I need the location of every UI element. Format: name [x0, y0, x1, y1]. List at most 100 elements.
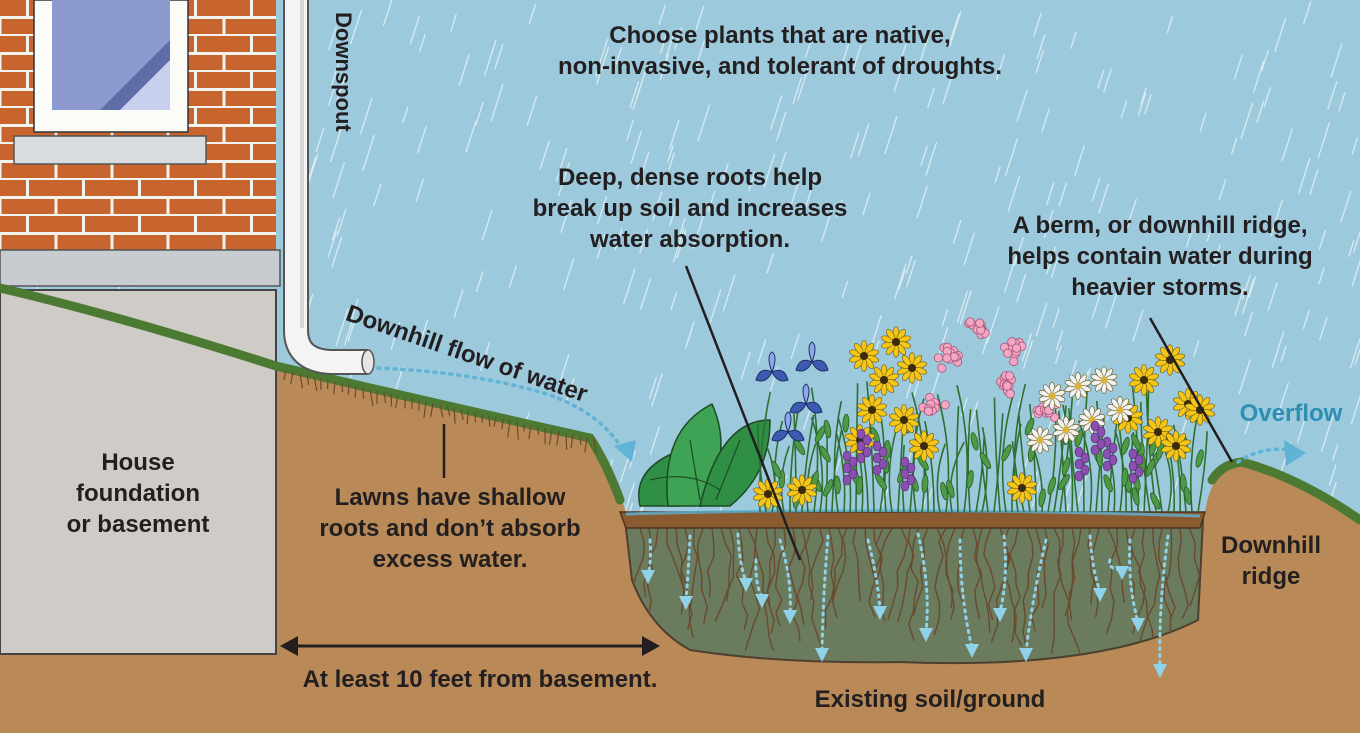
susan-flower — [1007, 472, 1037, 504]
house-foundation-line: foundation — [76, 480, 200, 508]
coneflower-bud — [856, 440, 866, 452]
coneflower-bud — [856, 428, 866, 440]
plants-tip-line: non-invasive, and tolerant of droughts. — [557, 53, 1003, 81]
iris-petal — [771, 369, 789, 382]
coneflower-bud — [900, 468, 910, 480]
lawn-note-line: Lawns have shallow — [334, 484, 566, 511]
roots-leader-line — [684, 265, 802, 561]
water-arrow-icon — [993, 608, 1007, 622]
downspout-text: Downspout — [331, 12, 356, 132]
susan-flower — [889, 404, 919, 436]
milkweed-floret — [1002, 381, 1012, 391]
coneflower-bud — [1090, 432, 1100, 444]
coneflower-icon — [842, 420, 1144, 492]
daisy-flower — [1090, 366, 1118, 394]
coneflower-bud — [848, 456, 858, 468]
water-arrow-icon — [679, 596, 693, 610]
milkweed-floret — [975, 318, 985, 328]
seep-trail — [998, 534, 1007, 614]
susan-flower — [1161, 430, 1191, 462]
flow-path — [376, 366, 626, 454]
coneflower-bud — [878, 446, 888, 458]
window-icon — [13, 0, 207, 165]
coneflower-bud — [1128, 460, 1138, 472]
milkweed-floret — [933, 353, 944, 363]
seep-trail — [916, 532, 929, 634]
coneflower-bud — [1102, 448, 1112, 460]
milkweed-floret — [923, 406, 934, 416]
daisy-flower — [1026, 426, 1054, 454]
susan-flower — [897, 352, 927, 384]
downhill-ridge-line: ridge — [1241, 563, 1301, 591]
iris-petal — [771, 429, 789, 442]
hosta-plant-icon — [638, 402, 771, 507]
milkweed-floret — [1007, 337, 1017, 347]
susan-flower — [1155, 344, 1185, 376]
iris-petal — [802, 383, 810, 406]
berm-tip-line: helps contain water during — [1007, 243, 1313, 271]
coneflower-bud — [1090, 444, 1100, 456]
roots-tip-line: Deep, dense roots help — [557, 164, 823, 191]
coneflower-bud — [856, 452, 866, 464]
seep-trail — [1024, 538, 1048, 654]
shallow-lawn-roots — [283, 370, 597, 453]
water-arrow-icon — [965, 644, 979, 658]
water-arrow-icon — [1153, 664, 1167, 678]
coneflower-bud — [1096, 438, 1106, 450]
coneflower-bud — [1108, 454, 1118, 466]
milkweed-floret — [1011, 343, 1021, 353]
overflow-text: Overflow — [1239, 400, 1343, 427]
coneflower-bud — [1134, 466, 1144, 478]
coneflower-bud — [906, 462, 916, 474]
lawn-note: Lawns have shallow roots and don’t absor… — [280, 482, 620, 576]
coneflower-bud — [1090, 420, 1100, 432]
water-arrow-icon — [1093, 588, 1107, 602]
deep-roots — [625, 527, 1201, 655]
coneflower-bud — [1128, 448, 1138, 460]
milkweed-floret — [940, 400, 950, 410]
seep-trail — [958, 538, 974, 650]
berm-tip-line: heavier storms. — [1071, 274, 1249, 302]
downspout-pipe-icon — [283, 0, 375, 375]
berm-tip: A berm, or downhill ridge, helps contain… — [960, 210, 1360, 304]
susan-flower — [909, 430, 939, 462]
lawn-note-line: excess water. — [372, 546, 528, 574]
iris-petal — [795, 359, 813, 372]
coneflower-bud — [1102, 460, 1112, 472]
milkweed-floret — [942, 353, 952, 363]
coneflower-bud — [900, 456, 910, 468]
coneflower-bud — [878, 458, 888, 470]
house-foundation-line: House — [101, 449, 175, 476]
ridge-grass — [1207, 457, 1360, 525]
water-arrow-icon — [1019, 648, 1033, 662]
iris-petal — [811, 359, 829, 372]
coneflower-bud — [1080, 452, 1090, 464]
roots-tip-line: water absorption. — [589, 226, 791, 254]
seep-trail — [1088, 534, 1102, 594]
iris-petal — [768, 351, 776, 374]
wall-ledge — [0, 249, 281, 287]
coneflower-bud — [1096, 426, 1106, 438]
daisy-flower — [1106, 396, 1134, 424]
plants-tip: Choose plants that are native, non-invas… — [470, 20, 1090, 82]
water-arrow-icon — [614, 440, 636, 462]
iris-petal — [789, 401, 807, 414]
downhill-ridge-label: Downhill ridge — [1198, 530, 1344, 592]
susan-flower — [1129, 364, 1159, 396]
coneflower-bud — [872, 464, 882, 476]
roots-tip: Deep, dense roots help break up soil and… — [470, 162, 910, 256]
iris-petal — [805, 401, 823, 414]
coneflower-bud — [842, 450, 852, 462]
water-arrow-icon — [873, 606, 887, 620]
coneflower-bud — [906, 474, 916, 486]
water-arrow-icon — [1131, 618, 1145, 632]
susan-flower — [869, 364, 899, 396]
coneflower-bud — [1074, 470, 1084, 482]
coneflower-bud — [900, 480, 910, 492]
coneflower-bud — [1080, 464, 1090, 476]
coneflower-bud — [1108, 442, 1118, 454]
susan-flower — [849, 340, 879, 372]
seep-trail — [1128, 538, 1140, 624]
